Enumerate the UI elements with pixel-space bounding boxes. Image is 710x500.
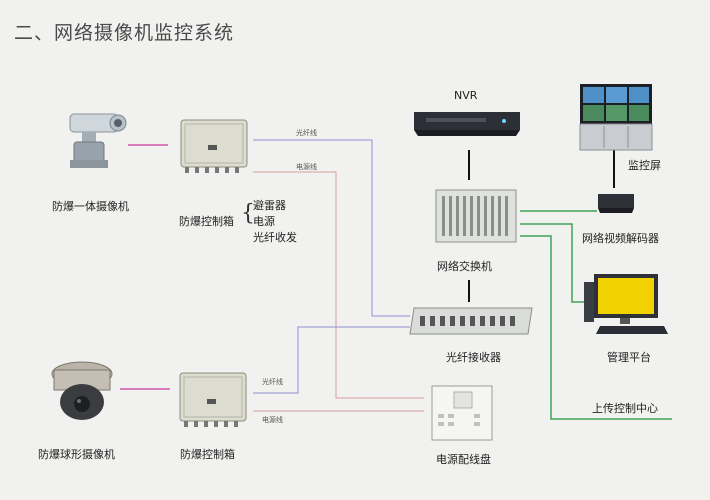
fiber-receiver-icon: [409, 307, 533, 335]
dome-camera-icon: [51, 361, 113, 420]
ex-camera-label: 防爆一体摄像机: [52, 200, 129, 213]
fiber-line-top-label: 光纤线: [296, 129, 317, 137]
diagram-title: 二、网络摄像机监控系统: [14, 22, 235, 44]
power-line-bottom-label: 电源线: [262, 416, 283, 424]
ex-box-bottom-label: 防爆控制箱: [180, 448, 235, 461]
ex-box-top-icon: [180, 119, 248, 173]
platform-label: 管理平台: [607, 351, 651, 364]
net-line-platform: [520, 223, 590, 303]
fiber-receiver-label: 光纤接收器: [446, 351, 501, 364]
box-item-arrester: 避雷器: [253, 199, 286, 212]
nvr-label: NVR: [454, 89, 478, 102]
net-line-upload: [520, 235, 672, 420]
platform-computer-icon: [584, 274, 668, 334]
power-line-top: [253, 171, 424, 399]
power-panel-label: 电源配线盘: [436, 453, 491, 466]
switch-icon: [435, 189, 517, 243]
fiber-line-bottom: [253, 326, 410, 394]
ex-camera-icon: [69, 113, 127, 168]
decoder-label: 网络视频解码器: [582, 232, 659, 245]
power-line-top-label: 电源线: [296, 163, 317, 171]
dome-camera-label: 防爆球形摄像机: [38, 448, 115, 461]
switch-label: 网络交换机: [437, 260, 492, 273]
upload-control-center-label: 上传控制中心: [592, 402, 658, 415]
fiber-line-bottom-label: 光纤线: [262, 378, 283, 386]
decoder-icon: [598, 194, 634, 213]
ex-box-bottom-icon: [179, 372, 247, 427]
box-item-power: 电源: [253, 215, 275, 228]
fiber-line-top: [253, 139, 410, 317]
monitor-wall-icon: [579, 84, 653, 151]
monitor-wall-label: 监控屏: [628, 159, 661, 172]
nvr-icon: [414, 112, 520, 136]
power-panel-icon: [431, 385, 493, 441]
box-items-brace: {: [241, 201, 255, 226]
ex-box-top-label: 防爆控制箱: [179, 215, 234, 228]
box-item-fiber: 光纤收发: [253, 231, 297, 244]
